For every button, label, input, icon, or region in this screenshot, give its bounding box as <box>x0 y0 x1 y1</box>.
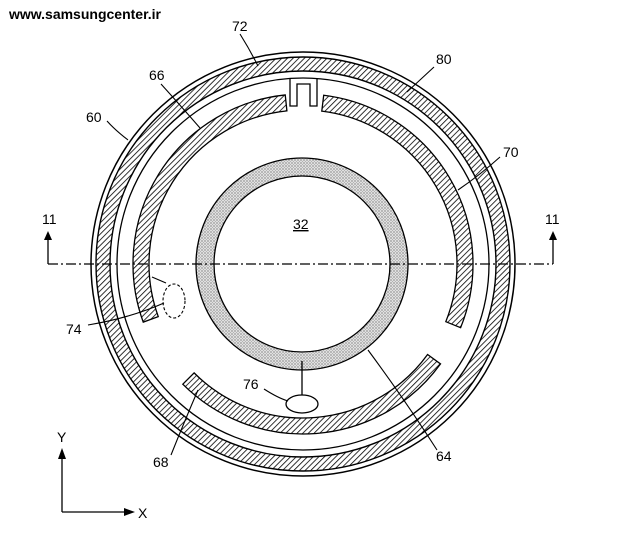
leader-64 <box>367 349 438 451</box>
upper-left-arc-66 <box>132 94 288 323</box>
label-64: 64 <box>436 448 452 464</box>
leader-66 <box>160 83 201 129</box>
leader-72 <box>239 33 259 67</box>
dashed-ellipse-74 <box>162 283 186 319</box>
leader-76 <box>263 388 289 402</box>
bottom-ellipse-76 <box>285 394 319 414</box>
bottom-arc-68 <box>181 353 442 435</box>
top-notch-72 <box>289 79 318 107</box>
y-axis-arrow-icon <box>58 448 66 459</box>
ellipse-74-connector <box>151 276 167 284</box>
label-section-left: 11 <box>42 211 57 227</box>
leader-68 <box>170 389 199 456</box>
label-axis-x: X <box>138 505 148 521</box>
label-66: 66 <box>149 67 165 83</box>
section-arrow-right <box>549 231 557 240</box>
x-axis-arrow-icon <box>124 508 135 516</box>
section-arrow-left <box>44 231 52 240</box>
label-32: 32 <box>293 216 309 232</box>
label-80: 80 <box>436 51 452 67</box>
label-74: 74 <box>66 321 82 337</box>
watermark-text: www.samsungcenter.ir <box>9 6 161 22</box>
label-section-right: 11 <box>545 211 560 227</box>
label-axis-y: Y <box>57 429 67 445</box>
label-76: 76 <box>243 376 259 392</box>
leader-60 <box>106 120 129 141</box>
label-68: 68 <box>153 454 169 470</box>
leader-74 <box>87 302 165 326</box>
label-70: 70 <box>503 144 519 160</box>
label-72: 72 <box>232 18 248 34</box>
leader-70 <box>457 156 501 191</box>
label-60: 60 <box>86 109 102 125</box>
leader-80 <box>406 66 435 93</box>
right-arc-70 <box>321 94 474 329</box>
